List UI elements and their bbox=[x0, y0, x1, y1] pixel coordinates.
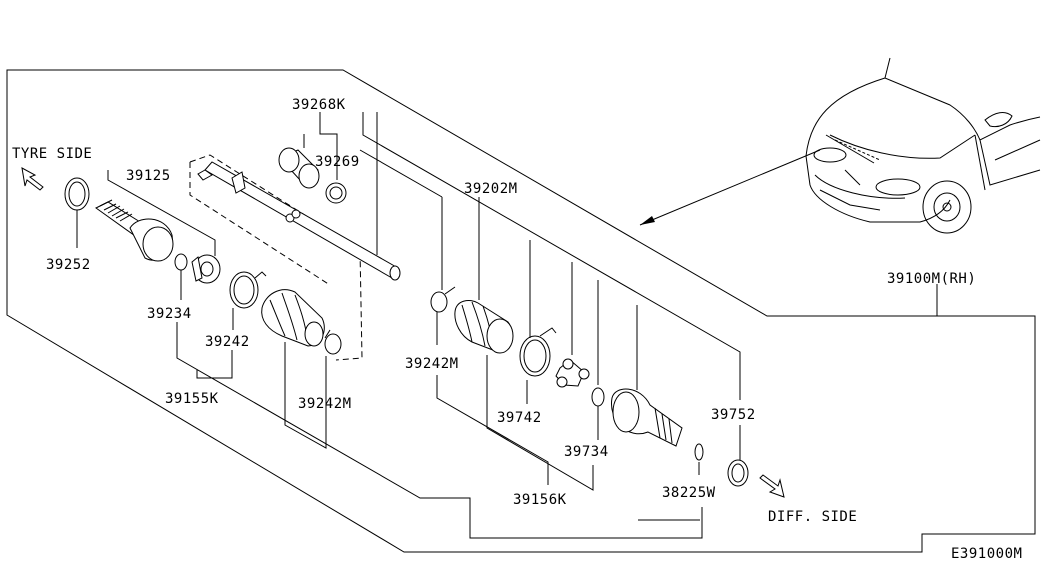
boot-39155k bbox=[261, 289, 325, 347]
circlip-39734 bbox=[591, 387, 605, 407]
part-label-39242: 39242 bbox=[205, 334, 250, 350]
part-label-39269: 39269 bbox=[315, 154, 360, 170]
diff-side-label: DIFF. SIDE bbox=[768, 509, 857, 525]
part-label-39242m-left: 39242M bbox=[298, 396, 352, 412]
band-39242m-left bbox=[324, 329, 342, 355]
spider-39202m bbox=[555, 358, 590, 388]
part-label-38225w: 38225W bbox=[662, 485, 716, 501]
inner-race-39125 bbox=[191, 254, 221, 284]
diff-side-arrow-icon bbox=[759, 474, 785, 498]
seal-39252 bbox=[64, 177, 90, 211]
seal-39752 bbox=[727, 459, 749, 487]
diagram-code-label: E391000M bbox=[951, 546, 1022, 562]
tyre-side-label: TYRE SIDE bbox=[12, 146, 92, 162]
band-39242m-right bbox=[430, 286, 456, 313]
part-label-39125: 39125 bbox=[126, 168, 171, 184]
part-label-39202m: 39202M bbox=[464, 181, 518, 197]
circlip-39234 bbox=[174, 253, 188, 271]
car-illustration bbox=[805, 57, 1041, 234]
part-label-39252: 39252 bbox=[46, 257, 91, 273]
part-label-39242m-right: 39242M bbox=[405, 356, 459, 372]
part-label-39156k: 39156K bbox=[513, 492, 567, 508]
damper-39268k bbox=[278, 147, 320, 189]
band-39742 bbox=[519, 327, 557, 377]
assembly-frame bbox=[6, 69, 1036, 553]
part-label-39742: 39742 bbox=[497, 410, 542, 426]
circlip-38225w bbox=[694, 443, 704, 461]
part-label-39155k: 39155K bbox=[165, 391, 219, 407]
shaft-39100m bbox=[189, 154, 401, 361]
band-39269 bbox=[325, 182, 347, 204]
boot-39156k bbox=[454, 299, 514, 354]
leader-lines bbox=[76, 112, 741, 539]
band-39242 bbox=[229, 271, 267, 309]
housing-39202m bbox=[611, 388, 683, 447]
locator-arrow-line bbox=[639, 149, 821, 226]
part-label-39234: 39234 bbox=[147, 306, 192, 322]
part-label-39268k: 39268K bbox=[292, 97, 346, 113]
part-label-39734: 39734 bbox=[564, 444, 609, 460]
assembly-rh-label: 39100M(RH) bbox=[887, 271, 976, 287]
part-label-39752: 39752 bbox=[711, 407, 756, 423]
outer-joint-39125 bbox=[95, 199, 174, 262]
tyre-side-arrow-icon bbox=[21, 167, 44, 191]
locator-arrow-head bbox=[640, 216, 655, 225]
